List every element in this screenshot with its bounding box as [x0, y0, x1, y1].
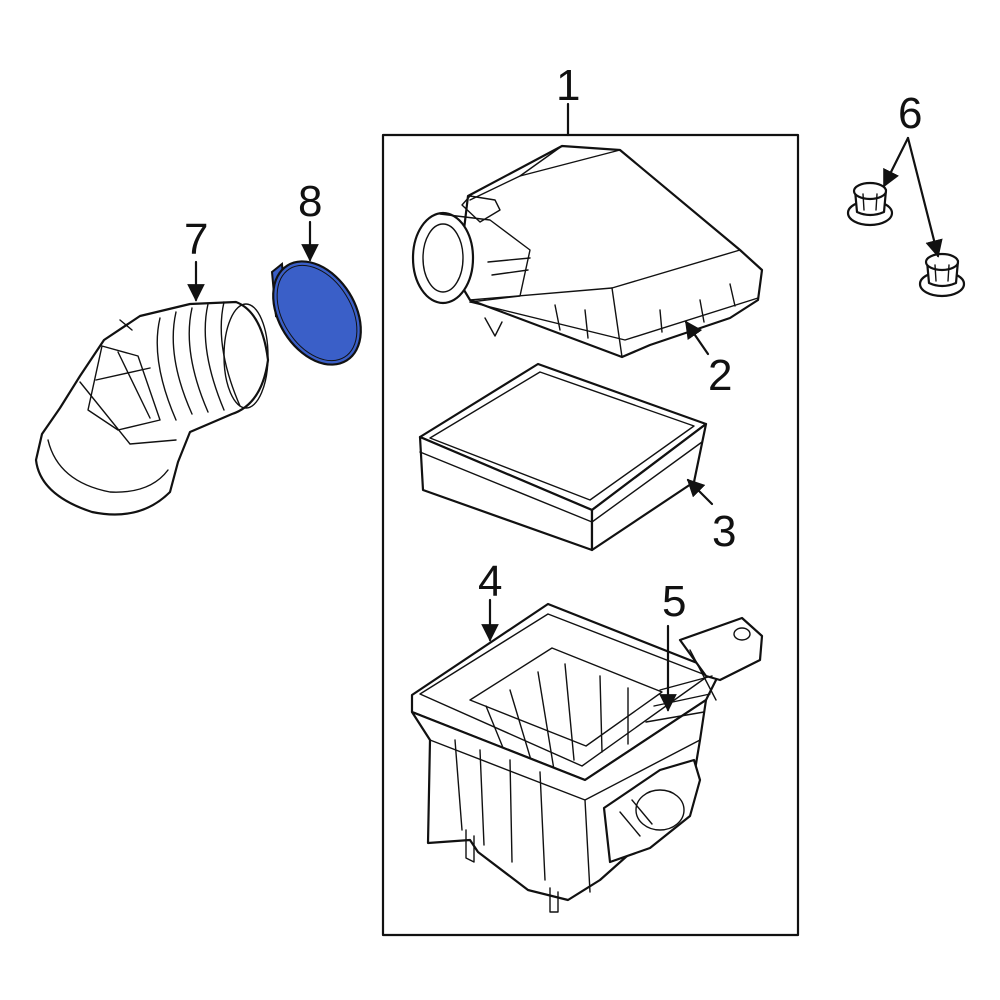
leader-2: [684, 320, 710, 356]
leader-6b: [906, 136, 943, 258]
callout-8: 8: [298, 177, 322, 226]
air-filter[interactable]: [418, 362, 708, 552]
callout-3: 3: [712, 507, 736, 556]
leader-3: [686, 478, 714, 506]
air-cleaner-tray[interactable]: [410, 602, 764, 913]
leader-6a: [882, 136, 910, 188]
intake-duct[interactable]: [34, 300, 270, 516]
callout-1: 1: [556, 61, 580, 110]
duct-clamp[interactable]: [255, 245, 379, 380]
air-cleaner-cover[interactable]: [411, 144, 764, 359]
assembly-box: [381, 133, 800, 937]
callout-2: 2: [708, 351, 732, 400]
callout-7: 7: [184, 215, 208, 264]
callout-5: 5: [662, 577, 686, 626]
grommet-upper[interactable]: [846, 181, 894, 227]
callout-4: 4: [478, 557, 502, 606]
grommet-lower[interactable]: [918, 252, 966, 298]
callout-6: 6: [898, 89, 922, 138]
